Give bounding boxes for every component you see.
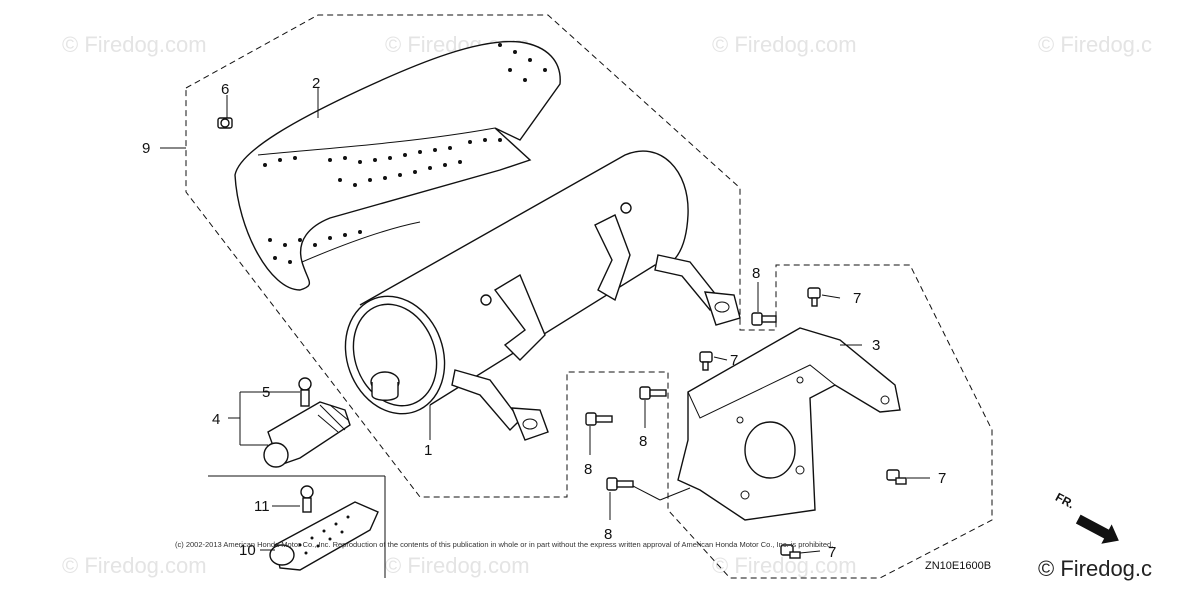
leader-lines [160, 88, 930, 578]
flange-bolt-7 [807, 287, 821, 307]
callout-2: 2 [312, 75, 320, 92]
bolt-8 [751, 312, 777, 326]
spark-arrester [263, 401, 351, 468]
front-label: FR. [1053, 490, 1077, 511]
callout-7: 7 [853, 290, 861, 307]
muffler-stay [677, 327, 901, 521]
screw-11 [300, 485, 314, 513]
watermark: © Firedog.com [712, 553, 857, 578]
callout-7: 7 [938, 470, 946, 487]
flange-bolt-7 [699, 351, 713, 371]
watermark: © Firedog.c [1038, 32, 1152, 57]
callout-10: 10 [239, 542, 256, 559]
bolt-8 [585, 412, 613, 426]
bolt-8 [606, 477, 634, 491]
bolt-8 [639, 386, 667, 400]
watermark: © Firedog.com [62, 553, 207, 578]
callout-1: 1 [424, 442, 432, 459]
callouts: 1 2 3 4 5 6 7 7 7 7 8 8 8 8 9 10 11 [142, 75, 946, 561]
front-arrow: FR. [1053, 490, 1119, 544]
muffler-protector [234, 40, 561, 291]
callout-8: 8 [639, 433, 647, 450]
callout-11: 11 [254, 498, 270, 515]
assembly-9-boundary [185, 14, 993, 579]
watermark: © Firedog.com [385, 553, 530, 578]
watermark: © Firedog.com [712, 32, 857, 57]
callout-8: 8 [584, 461, 592, 478]
callout-8: 8 [752, 265, 760, 282]
callout-7: 7 [828, 544, 836, 561]
flange-bolt-7 [780, 544, 801, 559]
callout-5: 5 [262, 384, 270, 401]
callout-9: 9 [142, 140, 150, 157]
muffler [344, 150, 741, 441]
callout-6: 6 [221, 81, 229, 98]
watermark: © Firedog.com [62, 32, 207, 57]
callout-7: 7 [730, 352, 738, 369]
diagram-code: ZN10E1600B [925, 560, 991, 572]
spark-arrester-10 [269, 501, 379, 571]
flange-bolt-7 [886, 469, 907, 485]
copyright-notice: (c) 2002-2013 American Honda Motor Co., … [175, 540, 833, 549]
screw-5 [298, 377, 312, 407]
callout-3: 3 [872, 337, 880, 354]
watermark-layer: © Firedog.com © Firedog.com © Firedog.co… [62, 32, 1152, 578]
callout-8: 8 [604, 526, 612, 543]
callout-4: 4 [212, 411, 220, 428]
brand-mark: © Firedog.c [1038, 556, 1152, 581]
screw-6 [217, 117, 233, 129]
